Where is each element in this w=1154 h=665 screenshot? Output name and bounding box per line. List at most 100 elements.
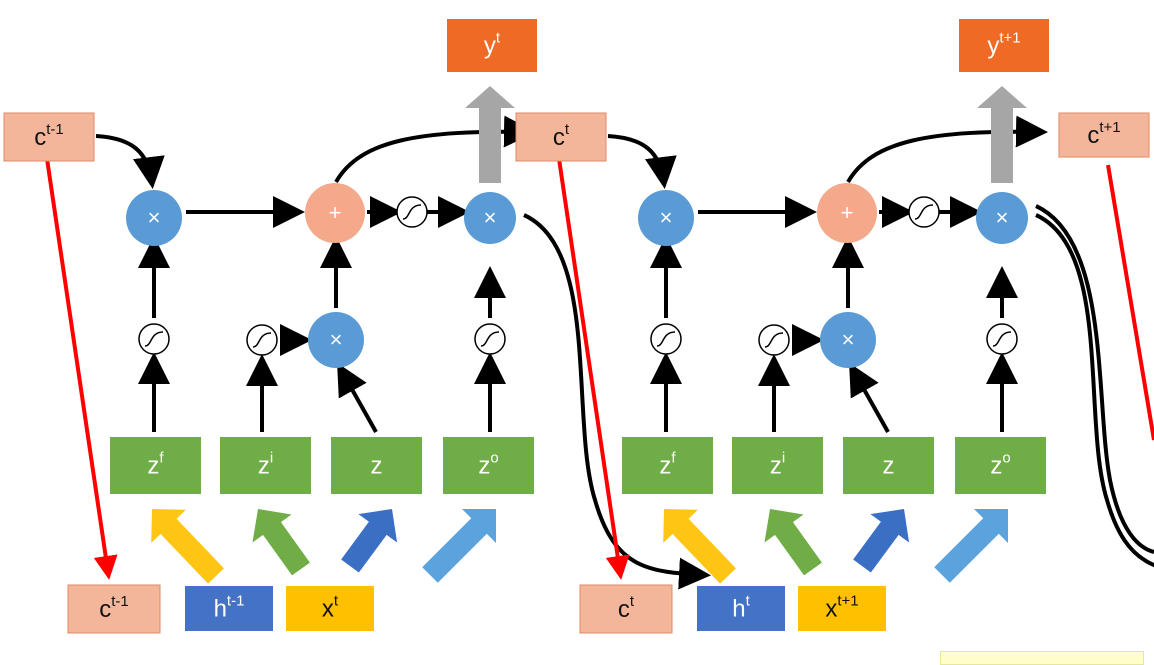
cell1-output-activation-node: [474, 323, 506, 355]
cell1-gate-input-label: zi: [258, 449, 273, 479]
cell1-output-arrow: [465, 86, 515, 183]
cell2-cell-activation-node-curve: [914, 204, 934, 220]
cell2-bottom-h-label-sup: t: [746, 592, 751, 609]
cell1-gate-input: [220, 437, 311, 494]
cell2-fat-arrow-output: [934, 509, 1008, 583]
cell2-input-activation-node: [758, 324, 790, 356]
cell1-fat-arrow-z: [341, 509, 398, 573]
cell1-gate-output-label-sup: o: [490, 449, 498, 466]
cell2-input-multiply-node-symbol: ×: [842, 327, 855, 352]
cell2-input-multiply-node: [820, 312, 876, 368]
cell1-line-z-diag: [337, 362, 378, 433]
cell1-cell-in-label: ct-1: [34, 121, 64, 151]
cell2-bottom-x: [798, 586, 886, 631]
cell-out-next-label: ct+1: [1087, 119, 1120, 149]
cell2-bottom-x-label-base: x: [825, 596, 837, 623]
cell2-fat-arrow-forget: [663, 509, 736, 584]
cell2-gate-forget-label-sup: f: [671, 449, 676, 466]
cell1-output-multiply-node-symbol: ×: [484, 205, 497, 230]
cell2-output-multiply-node: [976, 192, 1028, 244]
cell2-line-red-c: [556, 151, 630, 580]
cell1-output-y: [447, 19, 537, 72]
cell2-forget-multiply-node: [638, 190, 694, 246]
cell1-bottom-x-label-sup: t: [334, 592, 339, 609]
cell2-cell-in-label-sup: t: [565, 121, 570, 138]
cell3-line-red-c: [1106, 164, 1154, 441]
cell1-forget-multiply-node: [126, 190, 182, 246]
cell2-bottom-c: [579, 584, 673, 634]
cell1-gate-input-label-base: z: [258, 453, 270, 480]
cell2-line-h-curve: [1035, 213, 1154, 568]
cell2-gate-input-label-base: z: [770, 453, 782, 480]
cell1-output-y-label-sup: t: [496, 29, 501, 46]
cell1-bottom-x-label: xt: [322, 592, 339, 622]
cell2-bottom-h: [697, 586, 785, 631]
cell1-bottom-h-label: ht-1: [214, 592, 245, 622]
cell2-forget-activation-node-curve: [656, 331, 676, 347]
cell1-gate-z-label: z: [371, 453, 383, 480]
cell2-cell-in-label-base: c: [553, 124, 565, 151]
cell2-gate-forget: [622, 437, 713, 494]
cell2-gate-input-label-sup: i: [782, 449, 785, 466]
cell1-cell-in-label-sup: t-1: [46, 121, 64, 138]
cell2-line-h-curve-next: [1035, 204, 1154, 554]
cell1-input-multiply-node-symbol: ×: [330, 327, 343, 352]
cell2-gate-z: [843, 437, 934, 494]
cell2-output-activation-node-curve: [992, 331, 1012, 347]
cell2-output-y-label-sup: t+1: [999, 29, 1020, 46]
cell1-forget-activation-node-curve: [144, 331, 164, 347]
cell1-forget-activation-node: [138, 323, 170, 355]
cell1-output-y-label-base: y: [484, 33, 496, 60]
cell2-add-node-symbol: +: [841, 200, 854, 225]
cell2-cell-in: [515, 112, 607, 162]
cell2-output-y: [959, 19, 1049, 72]
cell1-gate-input-label-sup: i: [270, 449, 273, 466]
cell2-output-y-label-base: y: [987, 33, 999, 60]
cell-out-next: [1058, 112, 1150, 158]
cell2-gate-output-label: zo: [990, 449, 1010, 479]
cell1-input-multiply-node: [308, 312, 364, 368]
diagram-shapes: [3, 19, 1150, 634]
cell2-gate-input: [732, 437, 823, 494]
cell2-bottom-h-label-base: h: [732, 596, 745, 623]
cell1-gate-output-label: zo: [478, 449, 498, 479]
cell2-output-arrow: [977, 86, 1027, 183]
cell2-output-activation-node: [986, 323, 1018, 355]
cell1-input-activation-node: [246, 324, 278, 356]
cell2-line-z-diag: [849, 362, 890, 433]
cell1-input-activation-node-curve: [252, 332, 272, 348]
cell-out-next-label-sup: t+1: [1099, 119, 1120, 136]
cell2-input-activation-node-curve: [764, 332, 784, 348]
cell1-output-y-label: yt: [484, 29, 501, 59]
cell1-gate-forget-label-base: z: [147, 453, 159, 480]
cell1-line-cin-to-forget: [95, 134, 165, 189]
cell1-cell-in: [3, 112, 95, 162]
cell1-gate-output: [443, 437, 534, 494]
cell1-line-h-curve: [523, 213, 711, 590]
cell1-bottom-c-label-sup: t-1: [111, 593, 129, 610]
cell1-forget-multiply-node-symbol: ×: [148, 205, 161, 230]
cell1-fat-arrow-output: [422, 509, 496, 583]
cell2-gate-z-label-base: z: [883, 453, 895, 480]
cell2-bottom-c-label-sup: t: [630, 593, 635, 610]
cell2-gate-output-label-base: z: [990, 453, 1002, 480]
cell2-gate-forget-label-base: z: [659, 453, 671, 480]
cell2-bottom-c-label-base: c: [618, 596, 630, 623]
cell1-gate-forget-label-sup: f: [159, 449, 164, 466]
cell1-bottom-c-label-base: c: [99, 596, 111, 623]
cell2-fat-arrow-z: [853, 509, 910, 573]
cell-out-next-label-base: c: [1087, 122, 1099, 149]
cell2-forget-activation-node: [650, 323, 682, 355]
cell1-line-red-c: [44, 151, 118, 580]
cell1-gate-output-label-base: z: [478, 453, 490, 480]
cell2-output-y-label: yt+1: [987, 29, 1020, 59]
cell1-bottom-h-label-base: h: [214, 596, 227, 623]
cell2-bottom-h-label: ht: [732, 592, 750, 622]
cell1-bottom-x: [286, 586, 374, 631]
cell1-cell-in-label-base: c: [34, 124, 46, 151]
cell1-bottom-x-label-base: x: [322, 596, 334, 623]
cell2-gate-input-label: zi: [770, 449, 785, 479]
cell2-bottom-x-label: xt+1: [825, 592, 858, 622]
